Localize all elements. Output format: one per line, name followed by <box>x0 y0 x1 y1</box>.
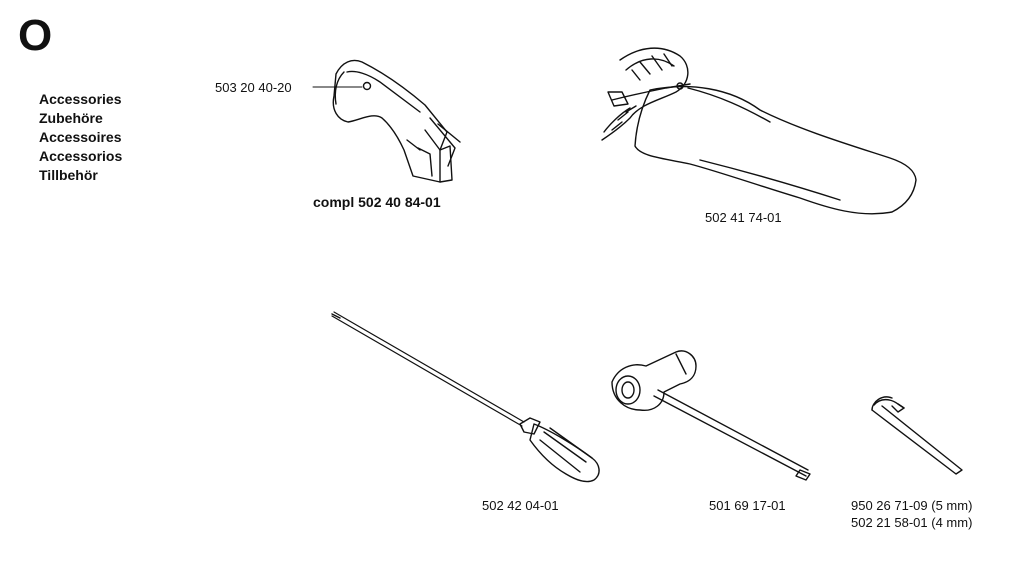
title-fr: Accessoires <box>39 129 122 145</box>
combi-wrench-drawing <box>611 350 811 481</box>
part-number-hex-key-5mm: 950 26 71-09 (5 mm) <box>851 498 973 513</box>
part-number-guard-plate: 503 20 40-20 <box>215 80 292 95</box>
part-number-combi-wrench: 501 69 17-01 <box>709 498 786 513</box>
part-number-guard-compl: compl 502 40 84-01 <box>313 194 441 210</box>
title-de: Zubehöre <box>39 110 103 126</box>
bag-drawing <box>601 47 917 215</box>
title-en: Accessories <box>39 91 122 107</box>
title-sv: Tillbehör <box>39 167 98 183</box>
section-titles: Accessories Zubehöre Accessoires Accesso… <box>39 90 122 185</box>
hex-key-drawing <box>871 396 963 475</box>
part-number-hex-key-4mm: 502 21 58-01 (4 mm) <box>851 515 973 530</box>
screwdriver-drawing <box>331 311 600 483</box>
part-number-bag: 502 41 74-01 <box>705 210 782 225</box>
title-es: Accessorios <box>39 148 123 164</box>
part-number-screwdriver: 502 42 04-01 <box>482 498 559 513</box>
chain-guard-drawing <box>312 59 461 183</box>
section-letter: O <box>18 11 53 60</box>
